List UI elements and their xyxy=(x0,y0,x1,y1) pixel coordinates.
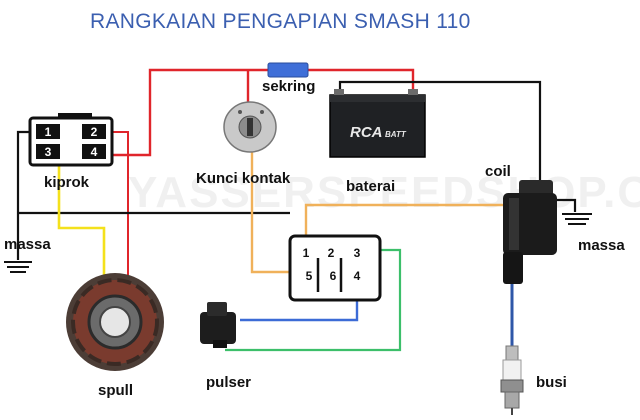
cdi-unit-icon: 1 2 3 5 6 4 xyxy=(288,234,382,302)
red-wire-fuse-to-battery xyxy=(308,68,415,95)
orange-wire-kunci-to-cdi xyxy=(250,150,305,274)
battery-suffix: BATT xyxy=(385,130,407,139)
kiprok-pin-1: 1 xyxy=(45,125,52,139)
cdi-pin-4: 4 xyxy=(354,269,361,283)
massa-left-ground-icon xyxy=(4,261,32,273)
pulser-icon xyxy=(200,302,236,348)
kiprok-pin-2: 2 xyxy=(91,125,98,139)
kiprok-icon: 1 2 3 4 xyxy=(28,113,114,167)
battery-icon: RCA BATT xyxy=(329,89,426,158)
red-wire-kiprok-to-fuse xyxy=(112,68,268,157)
label-spull: spull xyxy=(98,382,134,399)
cdi-pin-6: 6 xyxy=(330,269,337,283)
kiprok-pin-4: 4 xyxy=(91,145,98,159)
battery-brand: RCA xyxy=(350,124,383,141)
label-massa-right: massa xyxy=(578,237,625,254)
label-baterai: baterai xyxy=(346,178,396,195)
cdi-pin-2: 2 xyxy=(328,246,335,260)
cdi-pin-3: 3 xyxy=(354,246,361,260)
black-wire-battery-to-coil xyxy=(338,80,542,182)
massa-right-ground-icon xyxy=(562,213,592,225)
label-sekring: sekring xyxy=(262,78,316,95)
cdi-pin-1: 1 xyxy=(303,246,310,260)
cdi-pin-5: 5 xyxy=(306,269,313,283)
kiprok-pin-3: 3 xyxy=(45,145,52,159)
label-massa-left: massa xyxy=(4,236,51,253)
coil-icon xyxy=(503,180,557,284)
diagram-title: RANGKAIAN PENGAPIAN SMASH 110 xyxy=(90,10,471,33)
label-coil: coil xyxy=(485,163,511,180)
label-kunci-kontak: Kunci kontak xyxy=(196,170,291,187)
green-wire-pulser-to-cdi xyxy=(225,248,402,352)
black-wire-coil-to-massa xyxy=(555,198,577,212)
black-wire-main xyxy=(16,80,577,260)
fuse-icon xyxy=(267,62,309,78)
label-kiprok: kiprok xyxy=(44,174,90,191)
kunci-kontak-icon xyxy=(223,101,277,153)
label-busi: busi xyxy=(536,374,567,391)
orange-wire-cdi-to-coil xyxy=(304,203,518,248)
spull-icon xyxy=(66,273,164,371)
label-pulser: pulser xyxy=(206,374,252,391)
busi-icon xyxy=(500,345,524,415)
yellow-wire-kiprok-to-spull xyxy=(57,155,106,275)
